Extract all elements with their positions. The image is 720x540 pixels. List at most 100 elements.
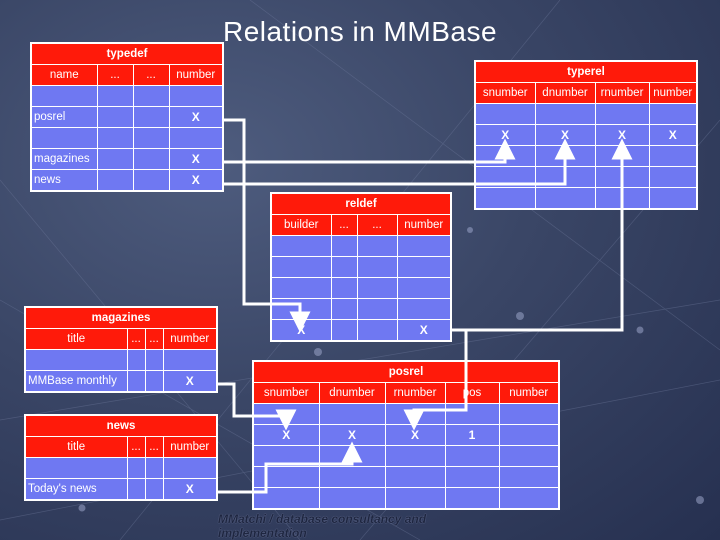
table-row [474, 187, 698, 210]
table-cell [30, 127, 98, 149]
table-cell: X [318, 424, 386, 446]
table-cell [356, 277, 398, 299]
table-cell [144, 370, 164, 393]
column-header: number [162, 436, 218, 458]
column-header: ... [330, 214, 358, 236]
table-cell [384, 487, 446, 510]
table-cell [534, 166, 596, 188]
table-row [252, 403, 560, 425]
news-table-name: news [24, 414, 218, 437]
table-cell [384, 445, 446, 467]
table-row [270, 256, 452, 278]
table-cell [270, 277, 332, 299]
table-cell [30, 85, 98, 107]
table-cell [474, 187, 536, 210]
table-cell [330, 277, 358, 299]
column-header: pos [444, 382, 500, 404]
table-cell [356, 256, 398, 278]
table-cell: X [594, 124, 650, 146]
table-cell: X [168, 148, 224, 170]
table-cell [330, 298, 358, 320]
column-header: ... [126, 436, 146, 458]
table-row [252, 487, 560, 510]
column-header: dnumber [318, 382, 386, 404]
table-cell: X [162, 478, 218, 501]
table-cell [252, 445, 320, 467]
table-cell [444, 445, 500, 467]
table-cell: X [384, 424, 446, 446]
table-cell [648, 166, 698, 188]
table-cell [498, 487, 560, 510]
table-cell [648, 145, 698, 167]
table-cell [534, 187, 596, 210]
column-header: dnumber [534, 82, 596, 104]
column-header: rnumber [594, 82, 650, 104]
table-cell [162, 349, 218, 371]
table-row [474, 145, 698, 167]
table-cell [498, 424, 560, 446]
column-header: snumber [252, 382, 320, 404]
table-cell [126, 457, 146, 479]
table-cell [330, 256, 358, 278]
table-cell [24, 457, 128, 479]
table-cell [498, 466, 560, 488]
footer-text: MMatchi / database consultancy and imple… [218, 512, 427, 540]
table-cell [444, 466, 500, 488]
column-header: title [24, 328, 128, 350]
table-cell: X [162, 370, 218, 393]
table-cell [444, 403, 500, 425]
table-cell [356, 319, 398, 342]
table-row [252, 466, 560, 488]
table-cell [594, 187, 650, 210]
table-cell: X [396, 319, 452, 342]
table-cell: Today's news [24, 478, 128, 501]
table-cell [356, 298, 398, 320]
column-header: number [396, 214, 452, 236]
table-cell [252, 487, 320, 510]
table-row: posrel X [30, 106, 224, 128]
table-cell [330, 235, 358, 257]
table-cell [144, 478, 164, 501]
table-cell [96, 169, 134, 192]
table-row [30, 85, 224, 107]
column-header: ... [144, 436, 164, 458]
table-row: magazines X [30, 148, 224, 170]
table-cell [474, 103, 536, 125]
table-cell [96, 148, 134, 170]
table-cell: magazines [30, 148, 98, 170]
table-cell [396, 235, 452, 257]
table-cell [498, 403, 560, 425]
column-header: number [498, 382, 560, 404]
table-cell [444, 487, 500, 510]
table-row: Today's news X [24, 478, 218, 501]
table-cell: X [168, 106, 224, 128]
table-cell [534, 145, 596, 167]
table-cell [474, 145, 536, 167]
table-cell: X [168, 169, 224, 192]
table-cell: X [270, 319, 332, 342]
table-cell [594, 103, 650, 125]
table-cell [144, 457, 164, 479]
table-row [270, 277, 452, 299]
table-cell [318, 445, 386, 467]
table-cell [270, 235, 332, 257]
typedef-table-name: typedef [30, 42, 224, 65]
reldef-table-name: reldef [270, 192, 452, 215]
table-row [270, 235, 452, 257]
table-cell [168, 127, 224, 149]
column-header: ... [132, 64, 170, 86]
column-header: ... [144, 328, 164, 350]
table-cell [132, 85, 170, 107]
table-cell [396, 256, 452, 278]
table-cell: posrel [30, 106, 98, 128]
column-header: snumber [474, 82, 536, 104]
table-row [474, 103, 698, 125]
